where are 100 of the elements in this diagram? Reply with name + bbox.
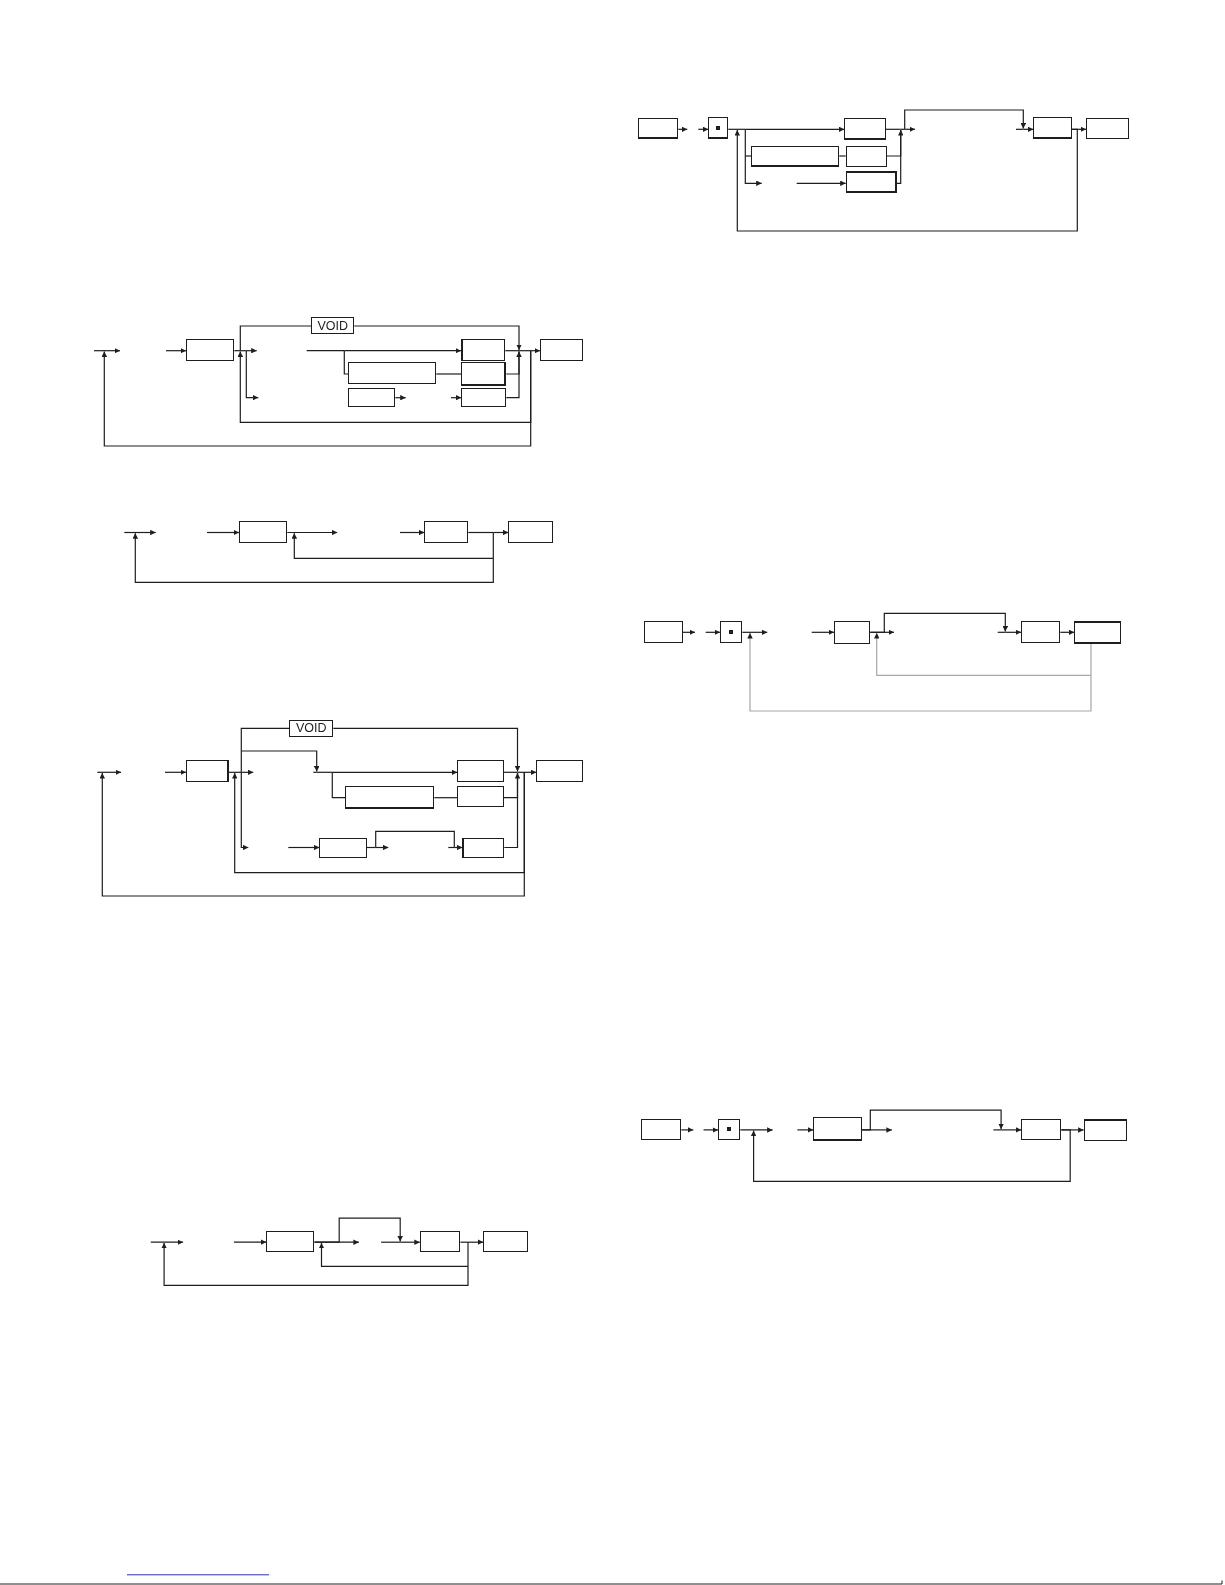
- arrow: [741, 629, 768, 636]
- connector-line: [306, 350, 345, 352]
- connector-line: [744, 128, 746, 157]
- arrow: [1004, 629, 1022, 636]
- block-box: [1083, 1118, 1127, 1141]
- block-box: [708, 117, 729, 140]
- arrow: [747, 632, 1092, 712]
- block-box: VOID: [289, 720, 334, 738]
- arrow: [165, 347, 187, 354]
- arrow: [873, 632, 1092, 676]
- arrow: [744, 155, 763, 187]
- block-box: [424, 521, 469, 543]
- connector-line: [375, 830, 455, 849]
- arrow: [343, 347, 462, 354]
- block-box: [844, 118, 886, 140]
- block-box: [186, 339, 235, 361]
- connector-line: [992, 1129, 1002, 1131]
- connector-line: [1090, 643, 1092, 676]
- arrow: [453, 844, 463, 851]
- connector-line: [316, 771, 333, 773]
- connector-line: [492, 531, 494, 559]
- arrow: [467, 1239, 484, 1245]
- block-box: [457, 760, 504, 782]
- arrow: [702, 1127, 719, 1133]
- arrow: [132, 532, 494, 583]
- arrow: [245, 350, 259, 401]
- block-box: [508, 521, 554, 543]
- arrow: [744, 126, 845, 133]
- arrow: [516, 769, 537, 776]
- block-box: [462, 838, 505, 858]
- arrow: [1022, 126, 1034, 133]
- arrow: [313, 1217, 403, 1243]
- connector-line: [312, 771, 318, 773]
- arrow: [796, 1127, 814, 1133]
- connector-line: [239, 350, 247, 352]
- block-box: VOID: [311, 317, 355, 335]
- arrow: [233, 1239, 267, 1245]
- block-box: [641, 1118, 682, 1140]
- connector-line: [380, 1241, 401, 1243]
- arrow: [705, 629, 721, 636]
- arrow: [164, 769, 187, 776]
- block-box: [1074, 621, 1121, 644]
- connector-line: [239, 325, 312, 352]
- block-box: [644, 621, 683, 643]
- block-box: [348, 362, 437, 385]
- block-box: [239, 521, 288, 543]
- connector-line: [838, 155, 847, 157]
- arrow: [240, 771, 249, 851]
- connector-line: [433, 797, 458, 799]
- arrow: [399, 1239, 421, 1245]
- arrow: [750, 1129, 1071, 1182]
- block-box: [1033, 117, 1072, 140]
- arrow: [505, 350, 522, 399]
- block-box: [461, 362, 507, 386]
- arrow: [353, 325, 522, 351]
- block-box: [845, 171, 897, 194]
- arrow: [331, 769, 458, 776]
- block-box: [536, 760, 583, 782]
- arrow: [796, 180, 847, 187]
- block-box: [720, 621, 743, 643]
- block-box: [319, 838, 367, 858]
- connector-line: [240, 750, 242, 773]
- arrow: [1000, 1127, 1022, 1133]
- arrow: [811, 629, 835, 636]
- block-box: [457, 786, 504, 808]
- arrow: [318, 1242, 469, 1267]
- arrow: [739, 1127, 774, 1133]
- arrow: [734, 128, 1078, 232]
- arrow: [291, 532, 494, 559]
- block-box: [1021, 1118, 1062, 1140]
- block-box: [638, 117, 679, 140]
- arrow: [287, 844, 320, 851]
- arrow: [286, 529, 338, 536]
- block-box: [461, 388, 507, 408]
- arrow: [869, 612, 1009, 633]
- connector-line: [343, 350, 349, 375]
- arrow: [503, 772, 521, 849]
- block-box: [1086, 118, 1130, 140]
- connector-line: [240, 727, 290, 752]
- connector-line: [467, 1241, 469, 1267]
- arrow: [1071, 126, 1087, 133]
- connector-line: [744, 155, 752, 157]
- connector-line: [435, 373, 462, 375]
- block-box: [718, 1118, 741, 1140]
- connector-line: [900, 128, 906, 130]
- block-box: [419, 1230, 461, 1253]
- arrow: [518, 347, 541, 354]
- block-box: [186, 760, 229, 782]
- arrow: [492, 529, 509, 536]
- block-box: [834, 621, 871, 644]
- arrow: [1059, 629, 1075, 636]
- connector-line: [331, 771, 346, 799]
- arrow: [896, 129, 904, 184]
- arrow: [399, 529, 425, 536]
- block-box: [751, 145, 840, 168]
- arrow: [697, 126, 709, 133]
- connector-line: [467, 531, 494, 534]
- block-box: [483, 1230, 529, 1253]
- block-box: [461, 339, 506, 361]
- block-box: [540, 339, 584, 361]
